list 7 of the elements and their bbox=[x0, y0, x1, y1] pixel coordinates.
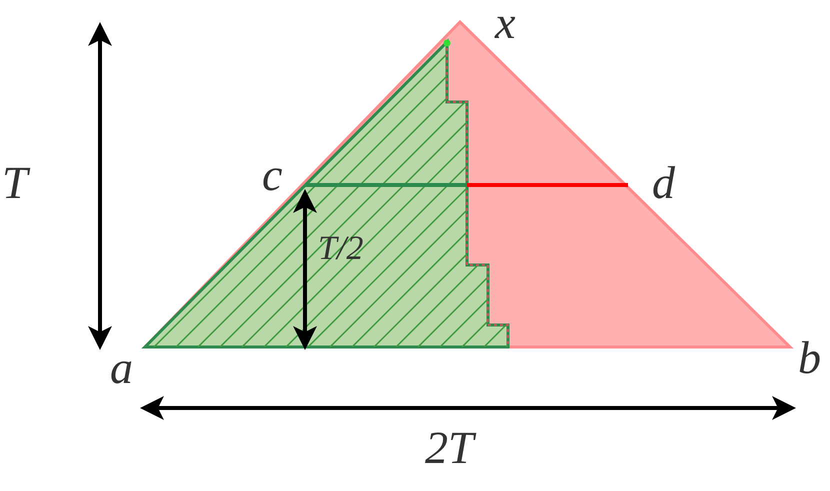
point-label: a bbox=[110, 345, 133, 391]
dimension-label: T bbox=[2, 160, 28, 206]
dimension-label: 2T bbox=[425, 425, 474, 471]
point-label: x bbox=[495, 0, 516, 46]
point-label: d bbox=[652, 160, 675, 206]
point-label: b bbox=[798, 335, 821, 381]
point-label: c bbox=[262, 152, 282, 198]
